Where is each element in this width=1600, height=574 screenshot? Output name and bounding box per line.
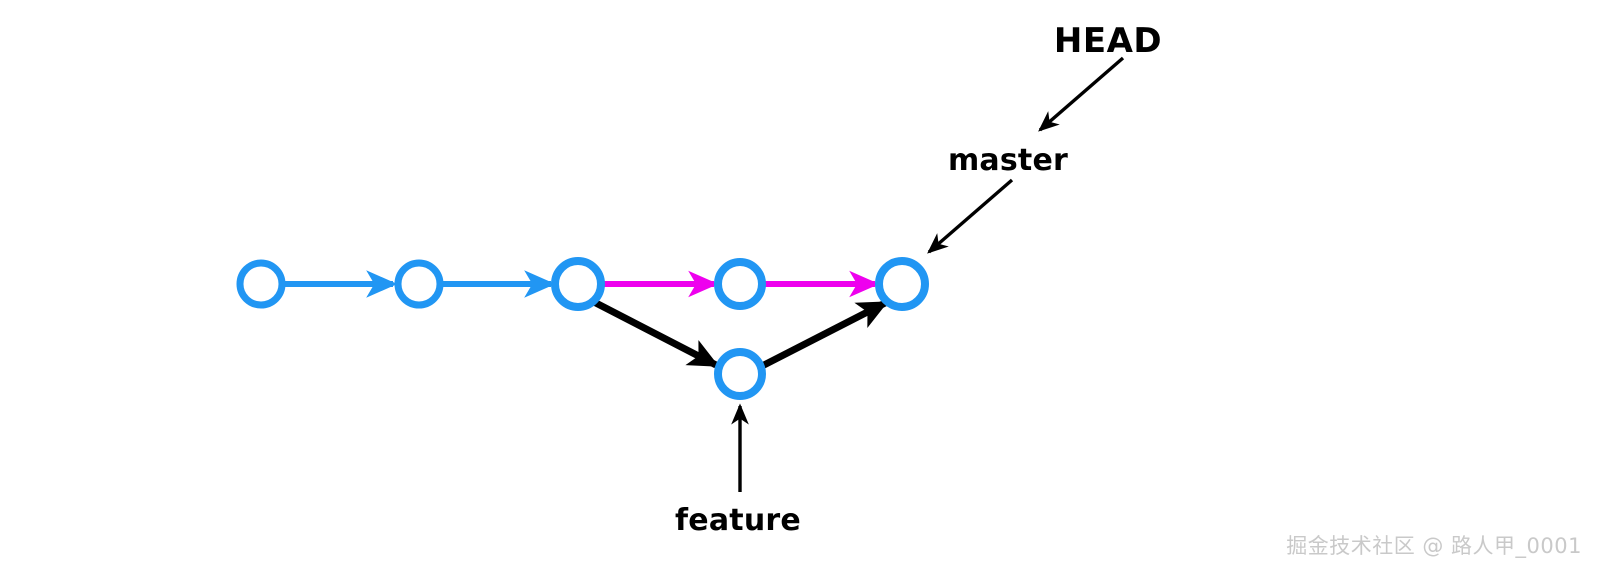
master-branch-label: master bbox=[948, 143, 1068, 178]
edge-f1-c5 bbox=[760, 299, 889, 370]
watermark: 掘金技术社区 @ 路人甲_0001 bbox=[1286, 534, 1582, 558]
feature-branch-label: feature bbox=[675, 503, 801, 538]
head-pointer-arrow bbox=[1038, 56, 1125, 132]
commit-node-c4[interactable] bbox=[714, 258, 766, 310]
edge-c3-f1 bbox=[592, 298, 720, 369]
commit-node-c1[interactable] bbox=[236, 259, 286, 309]
master-pointer-arrow bbox=[927, 178, 1014, 254]
head-label: HEAD bbox=[1054, 21, 1162, 61]
commit-node-feature-tip[interactable] bbox=[714, 348, 766, 400]
label-pointer-group bbox=[731, 56, 1125, 492]
commit-node-c2[interactable] bbox=[394, 259, 444, 309]
edge-group-branch bbox=[592, 298, 889, 370]
commit-node-c5[interactable] bbox=[875, 257, 929, 311]
commit-node-c3[interactable] bbox=[551, 257, 605, 311]
commit-node-group bbox=[236, 257, 929, 400]
